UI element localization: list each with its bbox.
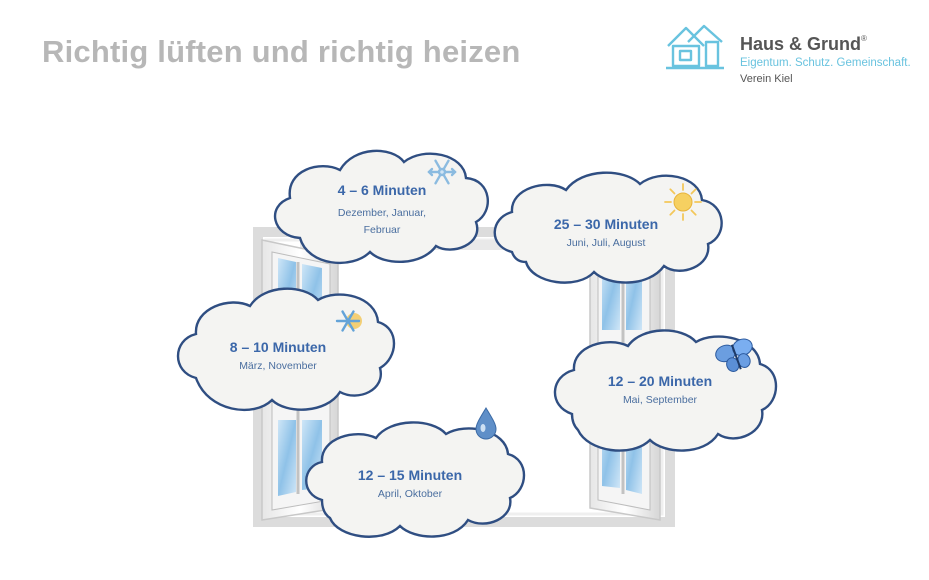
brand-logo: Haus & Grund® Eigentum. Schutz. Gemeinsc… xyxy=(664,18,914,88)
months-label: Dezember, Januar, xyxy=(337,207,427,219)
months-label: März, November xyxy=(239,360,317,372)
sun-icon xyxy=(664,183,702,221)
cloud-label-summer: 25 – 30 Minuten Juni, Juli, August xyxy=(520,216,692,252)
duration-label: 25 – 30 Minuten xyxy=(553,216,659,232)
months-label: April, Oktober xyxy=(377,488,443,500)
cloud-label-transition-cold: 8 – 10 Minuten März, November xyxy=(190,339,366,375)
raindrop-icon xyxy=(475,407,497,440)
cloud-rain xyxy=(305,421,526,538)
cloud-label-winter: 4 – 6 Minuten Dezember, Januar, Februar xyxy=(298,182,466,239)
logo-tagline: Eigentum. Schutz. Gemeinschaft. xyxy=(740,57,911,69)
cloud-label-rain: 12 – 15 Minuten April, Oktober xyxy=(324,467,496,503)
duration-label: 4 – 6 Minuten xyxy=(337,182,427,198)
duration-label: 8 – 10 Minuten xyxy=(229,339,327,355)
logo-name: Haus & Grund® xyxy=(740,34,867,54)
months-label: Mai, September xyxy=(622,394,698,406)
months-label: Februar xyxy=(363,224,401,236)
snowflake-icon xyxy=(427,159,457,185)
cloud-label-spring-autumn: 12 – 20 Minuten Mai, September xyxy=(570,373,750,409)
duration-label: 12 – 20 Minuten xyxy=(607,373,713,389)
butterfly-icon xyxy=(715,338,753,373)
months-label: Juni, Juli, August xyxy=(566,237,646,249)
cloud-winter xyxy=(273,149,489,265)
logo-subtitle: Verein Kiel xyxy=(740,73,793,85)
cloud-summer xyxy=(493,171,723,284)
duration-label: 12 – 15 Minuten xyxy=(357,467,463,483)
house-icon xyxy=(666,24,724,70)
snowflake-sun-icon xyxy=(335,310,362,332)
page-title: Richtig lüften und richtig heizen xyxy=(42,34,521,69)
cloud-transition-cold xyxy=(176,287,396,412)
